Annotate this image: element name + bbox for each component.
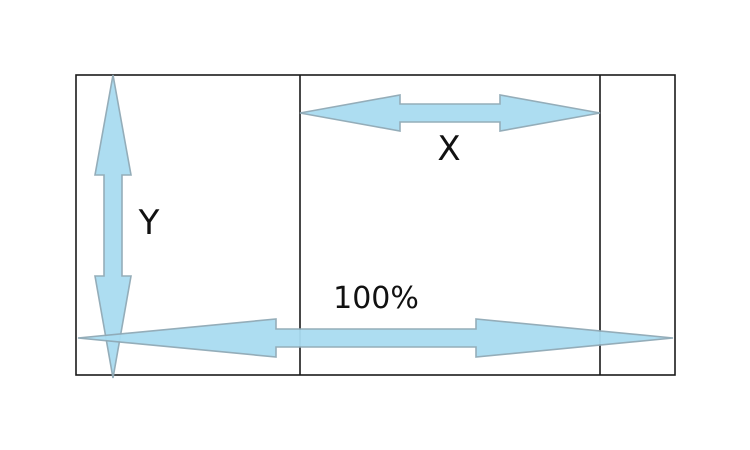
x-dimension-arrow-icon: [299, 94, 601, 132]
outer-frame: [75, 74, 676, 376]
x-dimension-label: X: [437, 129, 460, 169]
y-dimension-arrow-icon: [94, 74, 132, 379]
full-width-arrow-icon: [77, 318, 674, 358]
y-dimension-label: Y: [138, 203, 160, 243]
full-width-label: 100%: [333, 281, 419, 316]
